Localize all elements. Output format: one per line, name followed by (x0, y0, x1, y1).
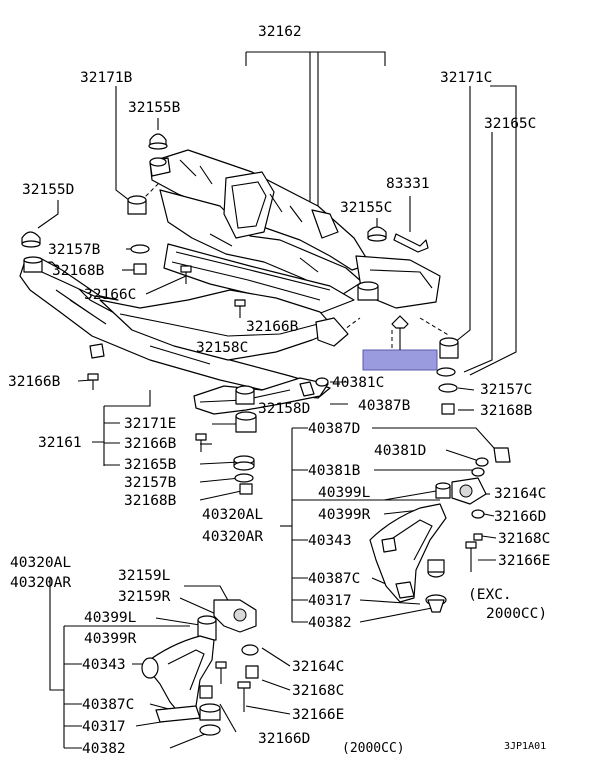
label-32164c-right: 32164C (494, 486, 546, 502)
diagram-reference-code: 3JP1A01 (504, 741, 546, 752)
leader-lines (37, 51, 517, 749)
label-32165b: 32165B (124, 457, 177, 473)
label-32155c: 32155C (340, 200, 392, 216)
label-40399l-right: 40399L (318, 485, 371, 501)
label-32155b: 32155B (128, 100, 181, 116)
label-40387d: 40387D (308, 421, 360, 437)
highlight-box (362, 349, 438, 371)
label-40343-right: 40343 (308, 533, 352, 549)
label-2000cc-note: (2000CC) (342, 741, 405, 756)
label-32162: 32162 (258, 24, 302, 40)
label-32166e-left: 32166E (292, 707, 344, 723)
lower-arm-left-group (141, 599, 259, 736)
label-40317-right: 40317 (308, 593, 352, 609)
label-40387c-left: 40387C (82, 697, 134, 713)
label-40381b: 40381B (308, 463, 361, 479)
label-32157c: 32157C (480, 382, 532, 398)
label-32166d-left: 32166D (258, 731, 310, 747)
label-32166b-left: 32166B (8, 374, 61, 390)
label-32171e: 32171E (124, 416, 176, 432)
label-40343-left: 40343 (82, 657, 126, 673)
small-parts-upper (21, 133, 459, 495)
label-32166e-right: 32166E (498, 553, 550, 569)
label-40387c-right: 40387C (308, 571, 360, 587)
label-32166c: 32166C (84, 287, 136, 303)
lower-arm-right-group (369, 447, 511, 613)
label-32165c: 32165C (484, 116, 536, 132)
label-32159l: 32159L (118, 568, 171, 584)
label-32166d-right: 32166D (494, 509, 546, 525)
label-32158c: 32158C (196, 340, 248, 356)
label-32155d: 32155D (22, 182, 74, 198)
label-32171c: 32171C (440, 70, 492, 86)
subframe-32161 (19, 257, 349, 415)
label-32157b-top: 32157B (48, 242, 101, 258)
label-40399l-left: 40399L (84, 610, 137, 626)
label-40317-left: 40317 (82, 719, 126, 735)
label-40387b: 40387B (358, 398, 411, 414)
label-exc-line2: 2000CC) (486, 606, 547, 622)
label-32166b-lower: 32166B (124, 436, 177, 452)
label-40399r-left: 40399R (84, 631, 137, 647)
label-32158d: 32158D (258, 401, 310, 417)
label-32168b-right: 32168B (480, 403, 533, 419)
label-32164c-left: 32164C (292, 659, 344, 675)
crossmember-32162 (149, 149, 441, 315)
label-83331: 83331 (386, 176, 430, 192)
label-40320al-mid: 40320AL (202, 507, 263, 523)
label-32159r: 32159R (118, 589, 171, 605)
label-40399r-right: 40399R (318, 507, 371, 523)
label-40382-left: 40382 (82, 741, 126, 757)
label-32161: 32161 (38, 435, 82, 451)
label-32168b-lower: 32168B (124, 493, 177, 509)
label-32166b-mid: 32166B (246, 319, 299, 335)
label-32171b: 32171B (80, 70, 133, 86)
label-32168b-top: 32168B (52, 263, 105, 279)
part-labels: 32162 32171B 32155B 32171C 32165C 32155D… (8, 24, 550, 757)
label-32168c-right: 32168C (498, 531, 550, 547)
label-40320al-left: 40320AL (10, 555, 71, 571)
label-40382-right: 40382 (308, 615, 352, 631)
label-40381d: 40381D (374, 443, 426, 459)
label-40320ar-mid: 40320AR (202, 529, 263, 545)
label-32168c-left: 32168C (292, 683, 344, 699)
label-32157b-lower: 32157B (124, 475, 177, 491)
label-40381c: 40381C (332, 375, 384, 391)
label-40320ar-left: 40320AR (10, 575, 71, 591)
label-exc-line1: (EXC. (468, 587, 512, 603)
